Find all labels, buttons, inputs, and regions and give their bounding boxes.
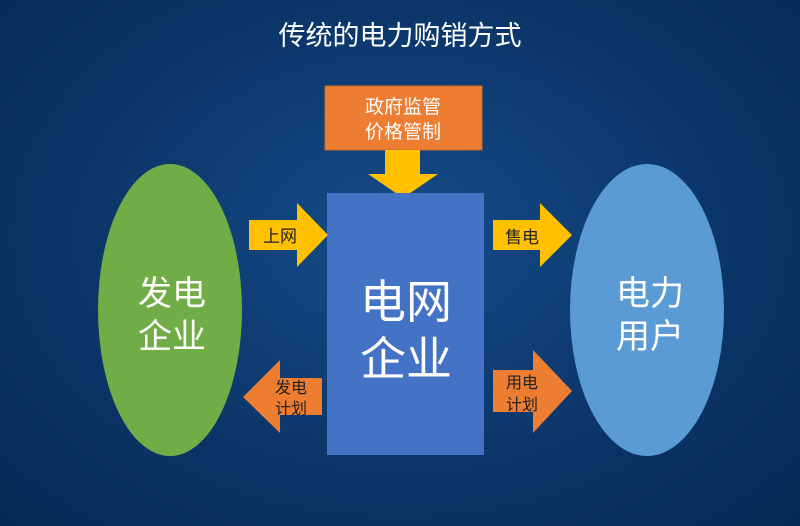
sell-power-label: 售电 xyxy=(505,228,539,248)
down-arrow xyxy=(368,150,438,198)
generator-ellipse: 发电 企业 xyxy=(98,164,242,456)
gen-plan-line1: 发电 xyxy=(275,378,307,397)
gen-plan-line2: 计划 xyxy=(275,399,307,418)
generator-line2: 企业 xyxy=(138,317,206,357)
grid-line1: 电网 xyxy=(360,275,452,329)
use-plan-line1: 用电 xyxy=(506,373,538,392)
diagram-title: 传统的电力购销方式 xyxy=(279,21,522,52)
generator-line1: 发电 xyxy=(138,274,206,314)
regulation-line1: 政府监管 xyxy=(365,96,441,118)
consumer-line1: 电力 xyxy=(616,274,684,314)
regulation-line2: 价格管制 xyxy=(365,121,441,143)
sell-power-arrow: 售电 xyxy=(493,203,572,267)
use-plan-line2: 计划 xyxy=(506,395,538,414)
regulation-box: 政府监管 价格管制 xyxy=(324,85,483,151)
generation-plan-arrow: 发电 计划 xyxy=(243,360,322,433)
to-grid-label: 上网 xyxy=(263,227,297,247)
grid-company-box: 电网 企业 xyxy=(327,193,484,455)
grid-line2: 企业 xyxy=(360,332,452,386)
usage-plan-arrow: 用电 计划 xyxy=(493,350,572,433)
consumer-line2: 用户 xyxy=(616,317,684,357)
consumer-ellipse: 电力 用户 xyxy=(570,164,724,456)
to-grid-arrow: 上网 xyxy=(249,203,328,267)
